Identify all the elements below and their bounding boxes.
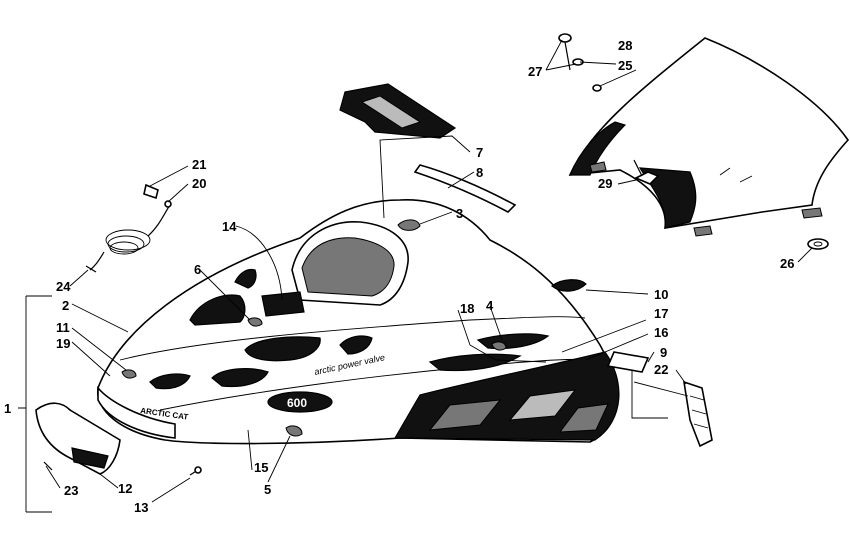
callout-15: 15: [254, 460, 268, 475]
callout-labels: 1 2 3 4 5 6 7 8 9 10 11 12 13 14 15 16 1…: [4, 38, 794, 515]
callout-25: 25: [618, 58, 632, 73]
callout-26: 26: [780, 256, 794, 271]
callout-22: 22: [654, 362, 668, 377]
windshield: [568, 37, 850, 237]
callout-19: 19: [56, 336, 70, 351]
callout-12: 12: [118, 481, 132, 496]
callout-8: 8: [476, 165, 483, 180]
hardware: [35, 33, 829, 476]
callout-2: 2: [62, 298, 69, 313]
callout-11: 11: [56, 320, 70, 335]
callout-17: 17: [654, 306, 668, 321]
callout-6: 6: [194, 262, 201, 277]
callout-20: 20: [192, 176, 206, 191]
callout-23: 23: [64, 483, 78, 498]
callout-18: 18: [460, 301, 474, 316]
callout-21: 21: [192, 157, 206, 172]
hood-assembly: 600 arctic power valve ARCTIC CAT: [97, 199, 620, 445]
callout-13: 13: [134, 500, 148, 515]
callout-10: 10: [654, 287, 668, 302]
callout-1: 1: [4, 401, 11, 416]
callout-4: 4: [486, 298, 494, 313]
callout-16: 16: [654, 325, 668, 340]
callout-27: 27: [528, 64, 542, 79]
model-decal: 600: [287, 396, 307, 410]
top-decals: [339, 83, 517, 213]
callout-5: 5: [264, 482, 271, 497]
callout-14: 14: [222, 219, 237, 234]
callout-3: 3: [456, 206, 463, 221]
callout-7: 7: [476, 145, 483, 160]
callout-24: 24: [56, 279, 71, 294]
callout-28: 28: [618, 38, 632, 53]
leader-lines: [18, 39, 813, 513]
callout-9: 9: [660, 345, 667, 360]
callout-29: 29: [598, 176, 612, 191]
